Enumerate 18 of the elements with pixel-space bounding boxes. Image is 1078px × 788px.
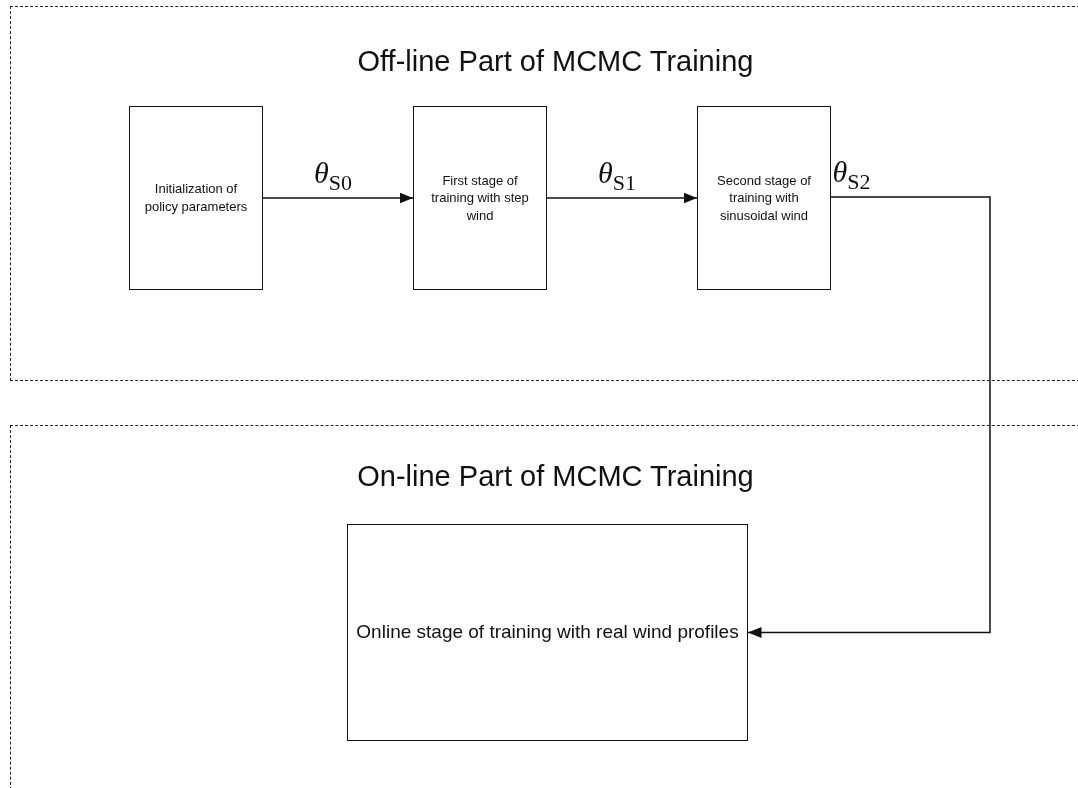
edge-label: θ$_{S2}$ xyxy=(832,155,871,195)
edge-label: θ$_{S1}$ xyxy=(598,156,636,196)
box-text: Second stage of training with sinusoidal wind xyxy=(716,171,812,225)
dashed-group-region xyxy=(10,425,1078,788)
process-box xyxy=(347,524,748,741)
process-box xyxy=(413,106,547,290)
process-box xyxy=(697,106,831,290)
box-text: First stage of training with step wind xyxy=(430,171,530,225)
arrow xyxy=(262,192,414,204)
edge-label: θ$_{S0}$ xyxy=(314,156,352,196)
group-title: On-line Part of MCMC Training xyxy=(356,460,755,493)
box-text: Online stage of training with real wind profiles xyxy=(355,620,740,645)
arrow xyxy=(747,196,991,638)
box-text: Initialization of policy parameters xyxy=(143,180,249,216)
group-title: Off-line Part of MCMC Training xyxy=(356,45,755,78)
dashed-group-region xyxy=(10,6,1078,381)
process-box xyxy=(129,106,263,290)
arrow xyxy=(546,192,698,204)
